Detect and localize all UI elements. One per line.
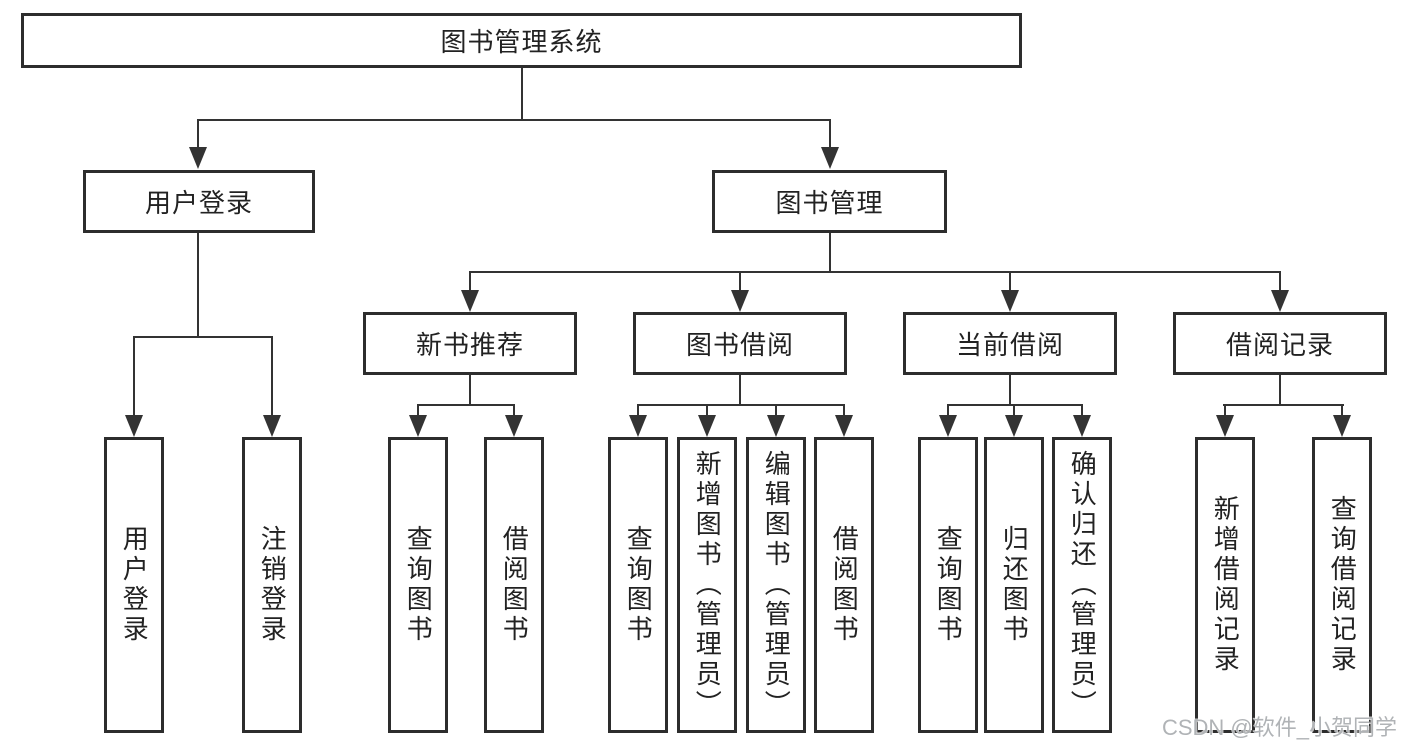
node-new-book-recommend: 新书推荐 <box>363 312 577 375</box>
connector-current-borrow-stub <box>1009 375 1011 406</box>
connector-current-borrow-rail <box>947 404 1083 406</box>
node-current-borrow: 当前借阅 <box>903 312 1117 375</box>
connector-new-book-stub <box>469 375 471 406</box>
node-library-system: 图书管理系统 <box>21 13 1022 68</box>
arrow-to-leaf-user-login <box>125 338 143 437</box>
node-user-login: 用户登录 <box>83 170 315 233</box>
arrow-to-user-login <box>189 121 207 169</box>
arrow-to-edit-book <box>767 406 785 437</box>
arrow-to-borrow-book-2 <box>835 406 853 437</box>
leaf-return-book: 归还图书 <box>984 437 1044 733</box>
leaf-add-book-admin: 新增图书（管理员） <box>677 437 737 733</box>
leaf-add-borrow-record: 新增借阅记录 <box>1195 437 1255 733</box>
connector-level3-rail <box>469 271 1281 273</box>
arrow-to-add-book <box>698 406 716 437</box>
leaf-edit-book-admin: 编辑图书（管理员） <box>746 437 806 733</box>
node-borrow-record: 借阅记录 <box>1173 312 1387 375</box>
node-book-borrow: 图书借阅 <box>633 312 847 375</box>
arrow-to-leaf-logout <box>263 338 281 437</box>
connector-borrow-record-rail <box>1223 404 1344 406</box>
arrow-to-add-borrow-record <box>1216 406 1234 437</box>
connector-root-stub <box>521 68 523 121</box>
arrow-to-new-book-recommend <box>461 273 479 312</box>
leaf-confirm-return-admin: 确认归还（管理员） <box>1052 437 1112 733</box>
arrow-to-query-borrow-record <box>1333 406 1351 437</box>
arrow-to-query-book-3 <box>939 406 957 437</box>
arrow-to-query-book-2 <box>629 406 647 437</box>
arrow-to-return-book <box>1005 406 1023 437</box>
leaf-query-book-borrow: 查询图书 <box>608 437 668 733</box>
leaf-query-borrow-record: 查询借阅记录 <box>1312 437 1372 733</box>
leaf-query-book-current: 查询图书 <box>918 437 978 733</box>
arrow-to-current-borrow <box>1001 273 1019 312</box>
arrow-to-query-book-1 <box>409 406 427 437</box>
arrow-to-borrow-book-1 <box>505 406 523 437</box>
watermark-csdn: CSDN @软件_小贺同学 <box>1161 715 1397 740</box>
leaf-borrow-book-newbook: 借阅图书 <box>484 437 544 733</box>
connector-user-login-rail <box>133 336 273 338</box>
connector-book-borrow-rail <box>637 404 845 406</box>
arrow-to-borrow-record <box>1271 273 1289 312</box>
connector-new-book-rail <box>417 404 515 406</box>
connector-book-management-stub <box>829 233 831 273</box>
leaf-borrow-book-borrow: 借阅图书 <box>814 437 874 733</box>
arrow-to-confirm-return <box>1073 406 1091 437</box>
leaf-user-login: 用户登录 <box>104 437 164 733</box>
connector-borrow-record-stub <box>1279 375 1281 406</box>
connector-level2-rail <box>197 119 831 121</box>
connector-user-login-stub <box>197 233 199 338</box>
arrow-to-book-borrow <box>731 273 749 312</box>
node-book-management: 图书管理 <box>712 170 947 233</box>
arrow-to-book-management <box>821 121 839 169</box>
leaf-query-book-newbook: 查询图书 <box>388 437 448 733</box>
connector-book-borrow-stub <box>739 375 741 406</box>
leaf-logout: 注销登录 <box>242 437 302 733</box>
